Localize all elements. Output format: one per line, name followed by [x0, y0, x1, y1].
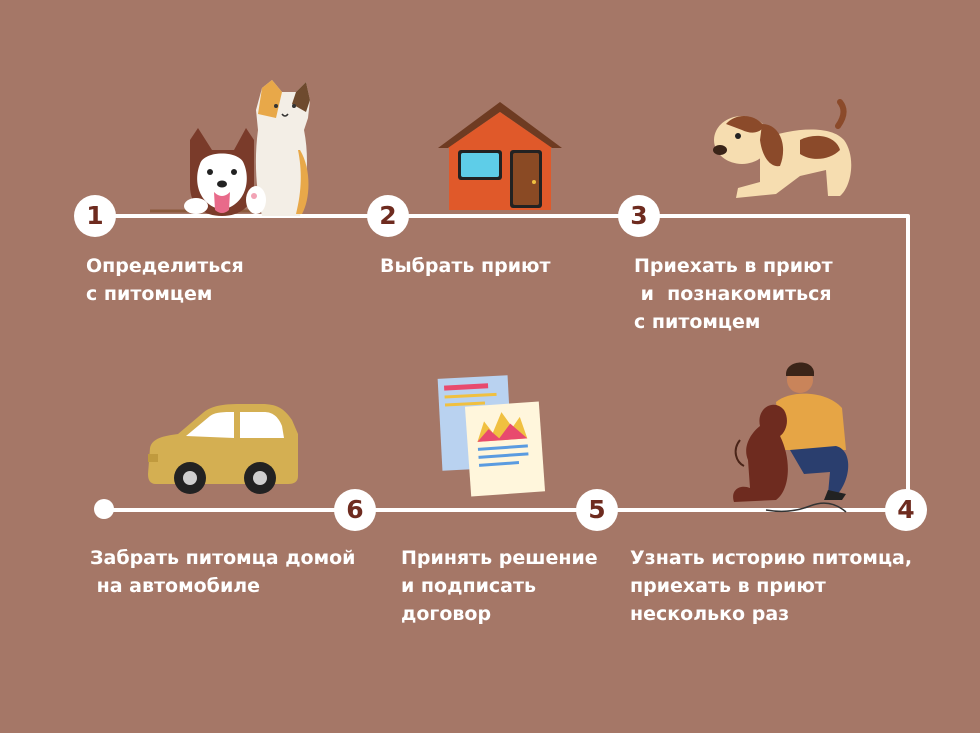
step-5-label: Принять решение и подписать договор	[401, 547, 598, 625]
car-icon	[148, 404, 298, 494]
man-with-dog-icon	[733, 362, 849, 513]
step-4-label: Узнать историю питомца, приехать в приют…	[630, 547, 913, 625]
step-2-label: Выбрать приют	[380, 255, 551, 277]
timeline-end-dot	[94, 499, 114, 519]
step-3-label: Приехать в приют и познакомиться с питом…	[634, 255, 833, 333]
step-6-label: Забрать питомца домой на автомобиле	[90, 547, 356, 597]
step-2-number: 2	[367, 195, 409, 237]
step-4-number: 4	[885, 489, 927, 531]
documents-icon	[437, 375, 546, 497]
step-3-number: 3	[618, 195, 660, 237]
husky-and-cat-icon	[150, 80, 310, 216]
timeline-path	[95, 214, 910, 512]
shelter-house-icon	[438, 102, 562, 210]
step-1-number: 1	[74, 195, 116, 237]
step-6-number: 6	[334, 489, 376, 531]
dog-icon	[713, 99, 852, 198]
step-5-number: 5	[576, 489, 618, 531]
step-1-label: Определиться с питомцем	[86, 255, 244, 305]
